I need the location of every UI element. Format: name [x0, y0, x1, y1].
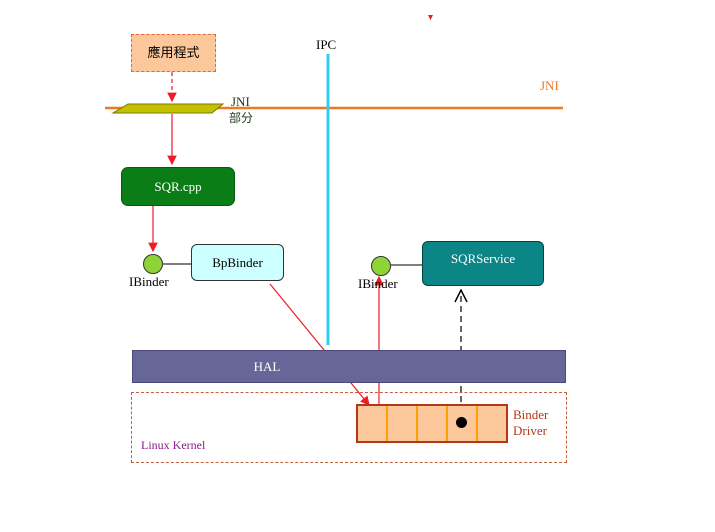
driver-dot-icon: [456, 417, 467, 428]
ibinder-left-label: IBinder: [129, 274, 169, 289]
ibinder-left-node-icon: [143, 254, 163, 274]
jni-part-label-1: JNI: [231, 94, 250, 109]
binder-driver-box: [356, 404, 508, 443]
ibinder-right-node-icon: [371, 256, 391, 276]
app-box: 應用程式: [131, 34, 216, 72]
sqrservice-box: SQRService: [422, 241, 544, 286]
binder-driver-label-2: Driver: [513, 423, 547, 438]
ibinder-right-label: IBinder: [358, 276, 398, 291]
jni-part-label-2: 部分: [229, 111, 254, 125]
sqr-cpp-box: SQR.cpp: [121, 167, 235, 206]
linux-kernel-label: Linux Kernel: [141, 438, 206, 452]
driver-slot: [388, 406, 418, 441]
hal-label: HAL: [253, 359, 281, 374]
sqrservice-label: SQRService: [450, 251, 516, 266]
app-box-label: 應用程式: [147, 45, 200, 61]
hal-layer: HAL: [132, 350, 566, 383]
bpbinder-label: BpBinder: [212, 255, 263, 270]
jni-bridge-shape: [111, 103, 225, 114]
bpbinder-to-driver-arrow: [269, 283, 370, 406]
binder-driver-label-1: Binder: [513, 407, 549, 422]
driver-slot: [448, 406, 478, 441]
sqr-cpp-label: SQR.cpp: [154, 179, 202, 194]
driver-slot: [418, 406, 448, 441]
jni-side-label: JNI: [540, 78, 559, 93]
linux-kernel-region: [131, 392, 567, 463]
top-marker-icon: [428, 15, 433, 20]
driver-slot: [478, 406, 506, 441]
ipc-label: IPC: [316, 37, 337, 52]
driver-slot: [358, 406, 388, 441]
bpbinder-box: BpBinder: [191, 244, 284, 281]
